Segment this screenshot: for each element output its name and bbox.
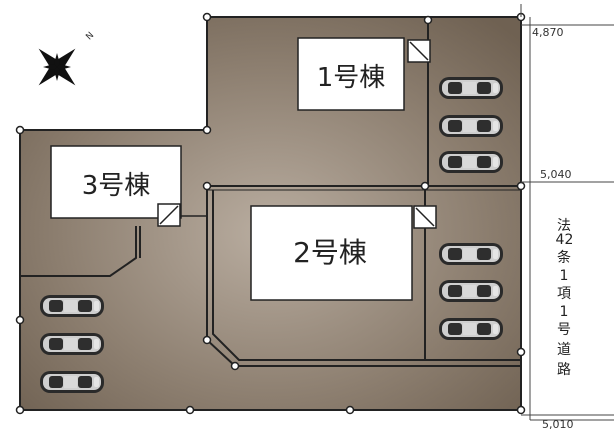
svg-text:道: 道: [557, 342, 571, 358]
road-label: 法 4 2 条 1 項 1 号 道 路: [556, 218, 574, 378]
building-3-label: 3号棟: [82, 171, 151, 201]
road-boundary: [520, 4, 614, 421]
svg-text:号: 号: [557, 322, 571, 338]
building-2-label: 2号棟: [293, 236, 367, 269]
car-icon: [439, 280, 503, 302]
building-2: [250, 205, 413, 301]
compass-rose-icon: [38, 48, 76, 86]
car-icon: [40, 371, 104, 393]
car-icon: [439, 115, 503, 137]
entrance-icon-2: [413, 205, 437, 229]
svg-text:項: 項: [557, 286, 571, 302]
svg-text:1: 1: [560, 268, 569, 284]
entrance-icon-1: [407, 39, 431, 63]
north-mark: N: [84, 31, 96, 43]
car-icon: [439, 243, 503, 265]
svg-text:4: 4: [556, 232, 565, 248]
dimension-middle: 5,040: [540, 168, 572, 181]
svg-text:2: 2: [565, 232, 574, 248]
car-icon: [439, 77, 503, 99]
building-1-label: 1号棟: [317, 63, 386, 93]
svg-text:法: 法: [557, 218, 571, 234]
entrance-icon-3: [157, 203, 207, 227]
car-icon: [40, 333, 104, 355]
driveway-lines: [20, 20, 521, 367]
svg-text:路: 路: [557, 362, 571, 378]
car-icon: [439, 151, 503, 173]
car-icon: [439, 318, 503, 340]
car-icon: [40, 295, 104, 317]
dimension-top: 4,870: [532, 26, 564, 39]
svg-text:条: 条: [557, 249, 571, 266]
svg-text:1: 1: [560, 304, 569, 320]
dimension-bottom: 5,010: [542, 418, 574, 431]
building-1: [297, 37, 405, 111]
